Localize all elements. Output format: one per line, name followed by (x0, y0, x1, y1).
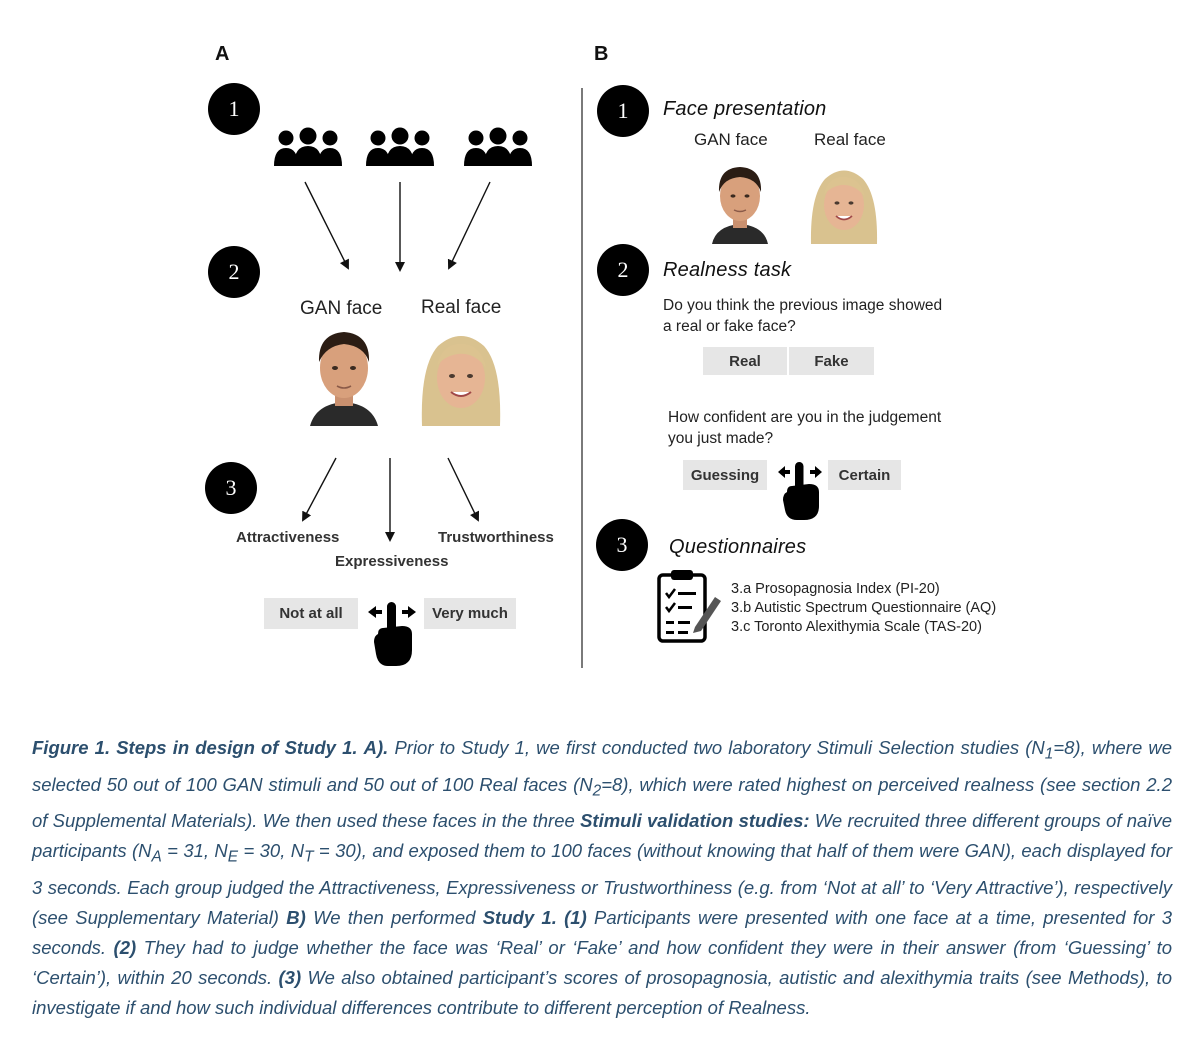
arrow-to-trustworthiness (447, 457, 480, 522)
group-icon (366, 127, 434, 166)
pointer-hand-icon (778, 462, 822, 520)
real-face-label-a: Real face (421, 297, 502, 318)
caption-bold-step1: (1) (556, 907, 587, 929)
realness-task-title: Realness task (663, 259, 792, 281)
caption-part-a-label: A). (363, 737, 389, 758)
panel-a-arrows (302, 88, 583, 668)
real-face-image-b (810, 170, 878, 244)
step-2-circle-b: 2 (597, 244, 649, 296)
questionnaire-item: 3.b Autistic Spectrum Questionnaire (AQ) (731, 600, 997, 616)
figure-caption: Figure 1. Steps in design of Study 1. A)… (32, 733, 1172, 1023)
guessing-button[interactable]: Guessing (683, 460, 767, 490)
caption-text: =8), which were rated highest on perceiv… (32, 773, 1172, 832)
question-real-fake-line2: a real or fake face? (663, 318, 796, 335)
caption-part-b-label: B) (286, 907, 306, 929)
caption-text: They had to judge whether the face was ‘… (32, 937, 1172, 989)
arrow-down-right (304, 181, 349, 270)
questionnaire-item: 3.a Prosopagnosia Index (PI-20) (731, 581, 940, 597)
fake-button[interactable]: Fake (789, 347, 874, 375)
caption-text: Prior to Study 1, we first conducted two… (388, 737, 1045, 758)
step-2-circle-a: 2 (208, 246, 260, 298)
real-button[interactable]: Real (703, 347, 787, 375)
trait-expressiveness: Expressiveness (335, 553, 449, 570)
panel-a-letter: A (215, 43, 230, 65)
step-3-circle-b: 3 (596, 519, 648, 571)
caption-subscript: T (304, 849, 314, 867)
step-1-circle-b: 1 (597, 85, 649, 137)
caption-bold-step3: (3) (278, 967, 302, 989)
trait-attractiveness: Attractiveness (236, 529, 340, 546)
caption-bold-study1: Study 1. (482, 907, 557, 929)
arrow-to-attractiveness (302, 457, 337, 522)
caption-bold-step2: (2) (113, 937, 137, 959)
scale-very-much-button[interactable]: Very much (424, 598, 516, 629)
question-confidence-line2: you just made? (668, 430, 774, 447)
gan-face-image-a (310, 332, 378, 426)
caption-text: We then performed (305, 907, 483, 929)
caption-text: Participants were presented with one fac… (32, 907, 1172, 959)
caption-bold-validation: Stimuli validation studies: (580, 810, 810, 832)
caption-subscript: 1 (1044, 745, 1054, 763)
caption-text: We also obtained participant’s scores of… (32, 967, 1172, 1019)
question-confidence-line1: How confident are you in the judgement (668, 409, 942, 426)
caption-subscript: E (227, 849, 239, 867)
caption-text: = 30, N (238, 840, 305, 862)
scale-not-at-all-button[interactable]: Not at all (264, 598, 358, 629)
caption-subscript: A (151, 849, 162, 867)
face-presentation-title: Face presentation (663, 98, 827, 120)
step-3-circle-a: 3 (205, 462, 257, 514)
trait-trustworthiness: Trustworthiness (438, 529, 554, 546)
caption-text: We recruited three different groups of n… (32, 810, 1172, 862)
questionnaire-item: 3.c Toronto Alexithymia Scale (TAS-20) (731, 619, 982, 635)
caption-text: =8), where we selected 50 out of 100 GAN… (32, 737, 1173, 795)
question-real-fake-line1: Do you think the previous image showed (663, 297, 943, 314)
certain-button[interactable]: Certain (828, 460, 901, 490)
gan-face-label-b: GAN face (694, 130, 768, 149)
step-1-circle-a: 1 (208, 83, 260, 135)
real-face-image-a (421, 336, 501, 426)
pointer-hand-icon (368, 602, 416, 666)
questionnaires-title: Questionnaires (669, 536, 807, 558)
caption-text: = 30), and exposed them to 100 faces (wi… (32, 840, 1173, 929)
gan-face-label-a: GAN face (300, 298, 383, 319)
group-icon (274, 127, 342, 166)
clipboard-checklist-icon (657, 570, 721, 643)
caption-figure-label: Figure 1. Steps in design of Study 1. (32, 737, 358, 758)
gan-face-image-b (712, 167, 768, 244)
caption-text: = 31, N (161, 840, 228, 862)
arrow-down-left (447, 181, 491, 270)
group-icon (464, 127, 532, 166)
caption-subscript: 2 (592, 782, 602, 800)
panel-b-letter: B (594, 43, 609, 65)
real-face-label-b: Real face (814, 130, 886, 149)
